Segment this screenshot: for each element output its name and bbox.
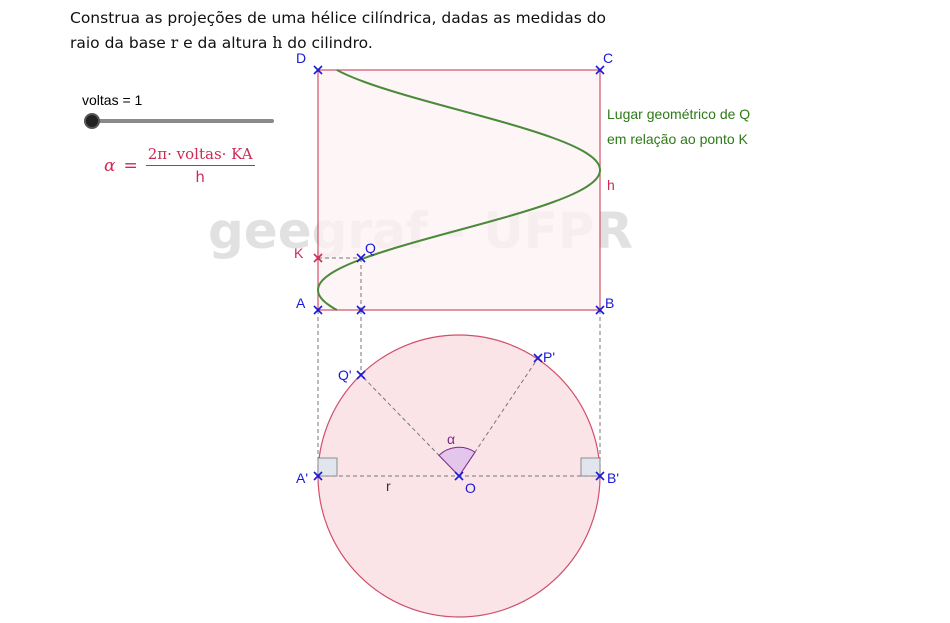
- label-point-a: A: [296, 295, 306, 311]
- angle-alpha-arc: [438, 446, 476, 477]
- formula-lhs: α: [104, 155, 116, 176]
- point-o-marker[interactable]: [454, 471, 464, 481]
- point-c-marker[interactable]: [595, 65, 605, 75]
- label-point-b-prime: B': [607, 470, 619, 486]
- variable-h: h: [272, 34, 283, 52]
- voltas-slider-handle[interactable]: [84, 113, 100, 129]
- right-angle-marker-a: [317, 457, 338, 477]
- instruction-text: Construa as projeções de uma hélice cilí…: [70, 6, 630, 56]
- right-angle-marker-b: [580, 457, 601, 477]
- voltas-slider-track[interactable]: [90, 119, 274, 123]
- label-point-k: K: [294, 245, 304, 261]
- label-point-q-prime: Q': [338, 367, 352, 383]
- point-q-foot-marker[interactable]: [356, 305, 366, 315]
- angle-alpha-label: α: [447, 431, 455, 447]
- voltas-slider-label: voltas = 1: [82, 92, 143, 108]
- helix-locus-curve[interactable]: [316, 69, 602, 311]
- point-a-prime-marker[interactable]: [313, 471, 323, 481]
- locus-label-line-2: em relação ao ponto K: [607, 131, 749, 147]
- instruction-line-2a: raio da base: [70, 34, 171, 52]
- cylinder-front-rectangle[interactable]: [317, 69, 601, 311]
- label-point-p-prime: P': [543, 349, 555, 365]
- label-point-q: Q: [365, 240, 376, 256]
- label-point-o: O: [465, 480, 476, 496]
- formula-denominator: h: [195, 168, 205, 186]
- point-markers: [313, 65, 605, 481]
- instruction-line-1: Construa as projeções de uma hélice cilí…: [70, 9, 607, 27]
- instruction-line-2c: do cilindro.: [282, 34, 373, 52]
- formula-numerator: 2π· voltas· KA: [145, 145, 255, 166]
- variable-r: r: [170, 34, 179, 52]
- point-k-marker[interactable]: [313, 253, 323, 263]
- instruction-line-2: raio da base r e da altura h do cilindro…: [70, 31, 630, 56]
- point-b-prime-marker[interactable]: [595, 471, 605, 481]
- label-point-a-prime: A': [296, 470, 308, 486]
- point-a-marker[interactable]: [313, 305, 323, 315]
- segment-label-h: h: [607, 177, 615, 193]
- point-d-marker[interactable]: [313, 65, 323, 75]
- point-q-prime-marker[interactable]: [356, 370, 366, 380]
- segment-label-r: r: [386, 478, 391, 494]
- formula-equals: =: [123, 155, 138, 176]
- label-point-d: D: [296, 50, 306, 66]
- label-point-c: C: [603, 50, 613, 66]
- point-p-prime-marker[interactable]: [533, 353, 543, 363]
- formula-fraction: 2π· voltas· KA h: [145, 145, 255, 186]
- locus-label-line-1: Lugar geométrico de Q: [607, 106, 750, 122]
- instruction-line-2b: e da altura: [178, 34, 273, 52]
- point-q-marker[interactable]: [356, 253, 366, 263]
- point-b-marker[interactable]: [595, 305, 605, 315]
- alpha-formula: α = 2π· voltas· KA h: [104, 145, 255, 186]
- label-point-b: B: [605, 295, 614, 311]
